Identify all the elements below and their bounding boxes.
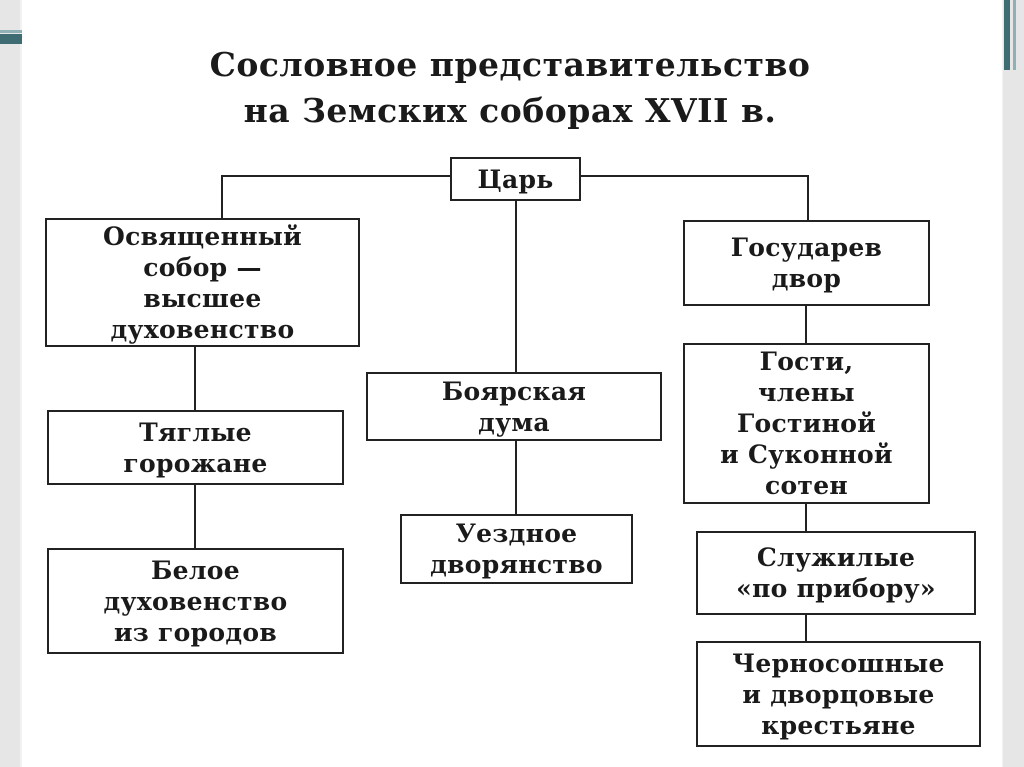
- slide-accent-right: [1004, 0, 1010, 70]
- slide-accent-left: [0, 34, 22, 44]
- node-boyar-duma: Боярская дума: [366, 372, 662, 441]
- node-consecrated-council: Освященный собор — высшее духовенство: [45, 218, 360, 347]
- slide-accent-right-light: [1013, 0, 1016, 70]
- node-sovereign-court: Государев двор: [683, 220, 930, 306]
- node-peasants: Черносошные и дворцовые крестьяне: [696, 641, 981, 747]
- node-townspeople: Тяглые горожане: [47, 410, 344, 485]
- title-line-2: на Земских соборах XVII в.: [243, 91, 777, 130]
- node-tsar: Царь: [450, 157, 581, 201]
- slide-accent-left-light: [0, 30, 22, 33]
- title-line-1: Сословное представительство: [209, 45, 811, 84]
- node-white-clergy: Белое духовенство из городов: [47, 548, 344, 654]
- slide-left-bar: [0, 0, 20, 767]
- connector-tsar-clergy: [221, 175, 450, 218]
- node-merchants: Гости, члены Гостиной и Суконной сотен: [683, 343, 930, 504]
- connector-tsar-court: [581, 175, 809, 220]
- diagram-title: Сословное представительство на Земских с…: [150, 42, 870, 134]
- node-uezd-nobility: Уездное дворянство: [400, 514, 633, 584]
- slide-right-bar: [1003, 0, 1024, 767]
- node-servicemen: Служилые «по прибору»: [696, 531, 976, 615]
